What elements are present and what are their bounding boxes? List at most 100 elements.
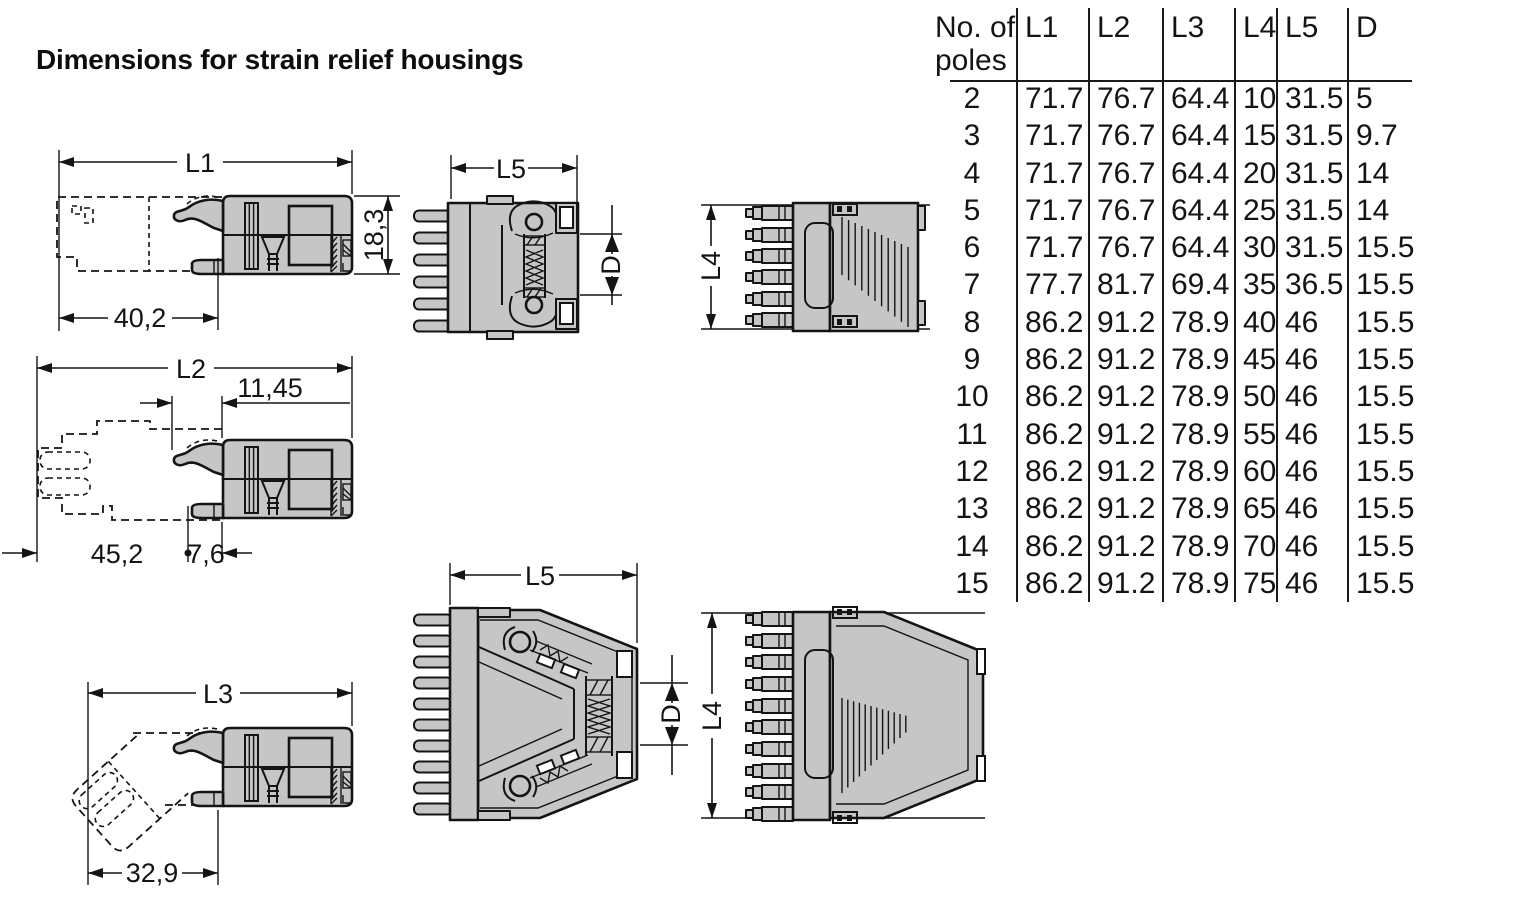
table-cell: 65 — [1234, 490, 1276, 528]
table-cell: 31.5 — [1276, 229, 1347, 267]
table-cell: 10 — [1234, 80, 1276, 118]
dim-label-7-6: 7,6 — [187, 539, 225, 569]
table-cell: 76.7 — [1088, 154, 1162, 192]
table-cell: 46 — [1276, 564, 1347, 603]
table-header-rule — [950, 80, 1412, 82]
table-cell: 46 — [1276, 527, 1347, 565]
table-cell: 71.7 — [1016, 80, 1088, 118]
table-cell: 86.2 — [1016, 527, 1088, 565]
dim-label-l5-top: L5 — [496, 154, 526, 184]
table-cell: 76.7 — [1088, 191, 1162, 230]
dim-label-l4-bottom: L4 — [697, 701, 727, 731]
table-cell: 86.2 — [1016, 378, 1088, 416]
col-header-d: D — [1347, 8, 1416, 80]
table-cell-poles: 3 — [963, 119, 981, 153]
drawing-side-view-l2: L2 11,45 45,2 7,6 — [2, 354, 354, 569]
table-cell: 64.4 — [1162, 191, 1234, 230]
table-cell: 78.9 — [1162, 527, 1234, 565]
col-header-l4: L4 — [1234, 8, 1276, 80]
table-cell: 9.7 — [1347, 117, 1416, 155]
table-cell: 91.2 — [1088, 378, 1162, 416]
table-cell: 46 — [1276, 452, 1347, 491]
table-cell-poles: 7 — [963, 268, 981, 302]
table-cell: 76.7 — [1088, 117, 1162, 155]
table-cell: 35 — [1234, 266, 1276, 304]
table-cell: 15.5 — [1347, 341, 1416, 379]
table-cell-poles: 6 — [963, 231, 981, 265]
table-cell-poles: 15 — [955, 566, 989, 600]
table-cell: 50 — [1234, 378, 1276, 416]
table-cell: 36.5 — [1276, 266, 1347, 304]
table-cell: 15.5 — [1347, 266, 1416, 304]
dim-label-l4-top: L4 — [696, 251, 726, 281]
table-cell: 15 — [1234, 117, 1276, 155]
table-cell: 15.5 — [1347, 564, 1416, 603]
table-cell: 60 — [1234, 452, 1276, 491]
table-cell: 78.9 — [1162, 564, 1234, 603]
table-cell: 31.5 — [1276, 154, 1347, 192]
table-cell: 46 — [1276, 415, 1347, 453]
table-cell: 64.4 — [1162, 117, 1234, 155]
table-cell-poles: 14 — [955, 529, 989, 563]
dim-label-18-3: 18,3 — [359, 209, 389, 262]
table-cell: 91.2 — [1088, 341, 1162, 379]
table-cell: 20 — [1234, 154, 1276, 192]
table-cell: 91.2 — [1088, 415, 1162, 453]
table-cell: 15.5 — [1347, 378, 1416, 416]
table-cell: 55 — [1234, 415, 1276, 453]
table-cell: 15.5 — [1347, 415, 1416, 453]
table-cell: 15.5 — [1347, 490, 1416, 528]
drawing-top-view-large: L4 — [697, 606, 986, 824]
table-cell: 46 — [1276, 341, 1347, 379]
dim-label-11-45: 11,45 — [237, 373, 303, 403]
table-cell: 40 — [1234, 303, 1276, 342]
table-cell: 77.7 — [1016, 266, 1088, 304]
dim-label-40-2: 40,2 — [114, 303, 167, 333]
table-cell-poles: 5 — [963, 193, 981, 227]
drawing-front-view-small: L5 D — [413, 154, 626, 340]
table-cell: 78.9 — [1162, 341, 1234, 379]
table-cell: 86.2 — [1016, 564, 1088, 603]
table-cell: 71.7 — [1016, 191, 1088, 230]
table-cell: 91.2 — [1088, 452, 1162, 491]
table-cell: 15.5 — [1347, 452, 1416, 491]
table-cell-poles: 13 — [955, 492, 989, 526]
table-cell: 31.5 — [1276, 117, 1347, 155]
table-cell: 45 — [1234, 341, 1276, 379]
table-cell: 5 — [1347, 80, 1416, 118]
table-cell: 14 — [1347, 191, 1416, 230]
page-title: Dimensions for strain relief housings — [36, 44, 524, 75]
table-cell: 25 — [1234, 191, 1276, 230]
table-cell: 15.5 — [1347, 527, 1416, 565]
table-cell: 64.4 — [1162, 154, 1234, 192]
table-cell: 14 — [1347, 154, 1416, 192]
drawing-side-view-angled: L3 32,9 — [71, 679, 354, 888]
table-cell: 86.2 — [1016, 341, 1088, 379]
col-header-l3: L3 — [1162, 8, 1234, 80]
table-cell: 78.9 — [1162, 452, 1234, 491]
table-cell: 70 — [1234, 527, 1276, 565]
table-cell: 91.2 — [1088, 564, 1162, 603]
table-cell-poles: 10 — [955, 380, 989, 414]
table-cell-poles: 2 — [963, 82, 981, 115]
dim-label-32-9: 32,9 — [126, 858, 179, 888]
technical-drawings: L1 40,2 18,3 — [2, 148, 986, 888]
table-cell: 75 — [1234, 564, 1276, 603]
table-cell: 46 — [1276, 378, 1347, 416]
col-header-l5: L5 — [1276, 8, 1347, 80]
col-header-l1: L1 — [1016, 8, 1088, 80]
table-cell: 31.5 — [1276, 80, 1347, 118]
drawing-side-view-straight: L1 40,2 18,3 — [56, 148, 400, 333]
table-cell: 30 — [1234, 229, 1276, 267]
table-cell: 71.7 — [1016, 229, 1088, 267]
table-cell: 69.4 — [1162, 266, 1234, 304]
dim-label-d-top: D — [596, 255, 626, 275]
table-cell: 46 — [1276, 490, 1347, 528]
dim-label-45-2: 45,2 — [91, 539, 144, 569]
table-cell: 86.2 — [1016, 303, 1088, 342]
table-cell: 31.5 — [1276, 191, 1347, 230]
table-cell: 81.7 — [1088, 266, 1162, 304]
